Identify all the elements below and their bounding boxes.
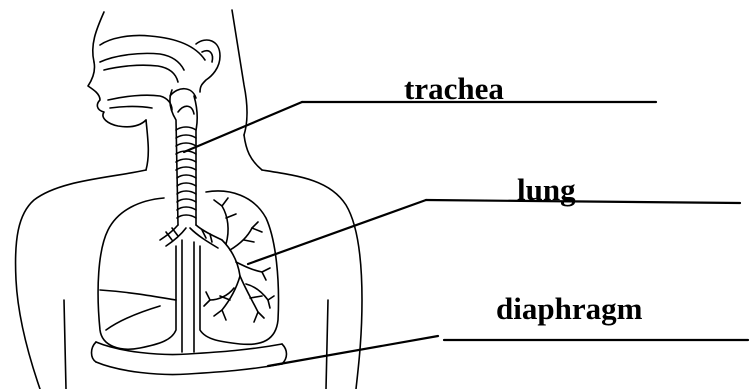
trachea-illustration bbox=[160, 89, 222, 352]
diaphragm-illustration bbox=[92, 342, 287, 375]
trachea-label: trachea bbox=[404, 73, 504, 104]
lung-leader-line bbox=[248, 200, 426, 264]
lung-underline bbox=[426, 200, 740, 203]
trachea-leader-line bbox=[184, 102, 302, 152]
right-lung-illustration bbox=[200, 191, 279, 344]
diaphragm-leader-line bbox=[268, 336, 438, 366]
left-lung-illustration bbox=[98, 198, 176, 349]
lung-label: lung bbox=[517, 174, 576, 205]
diaphragm-label: diaphragm bbox=[496, 293, 642, 324]
